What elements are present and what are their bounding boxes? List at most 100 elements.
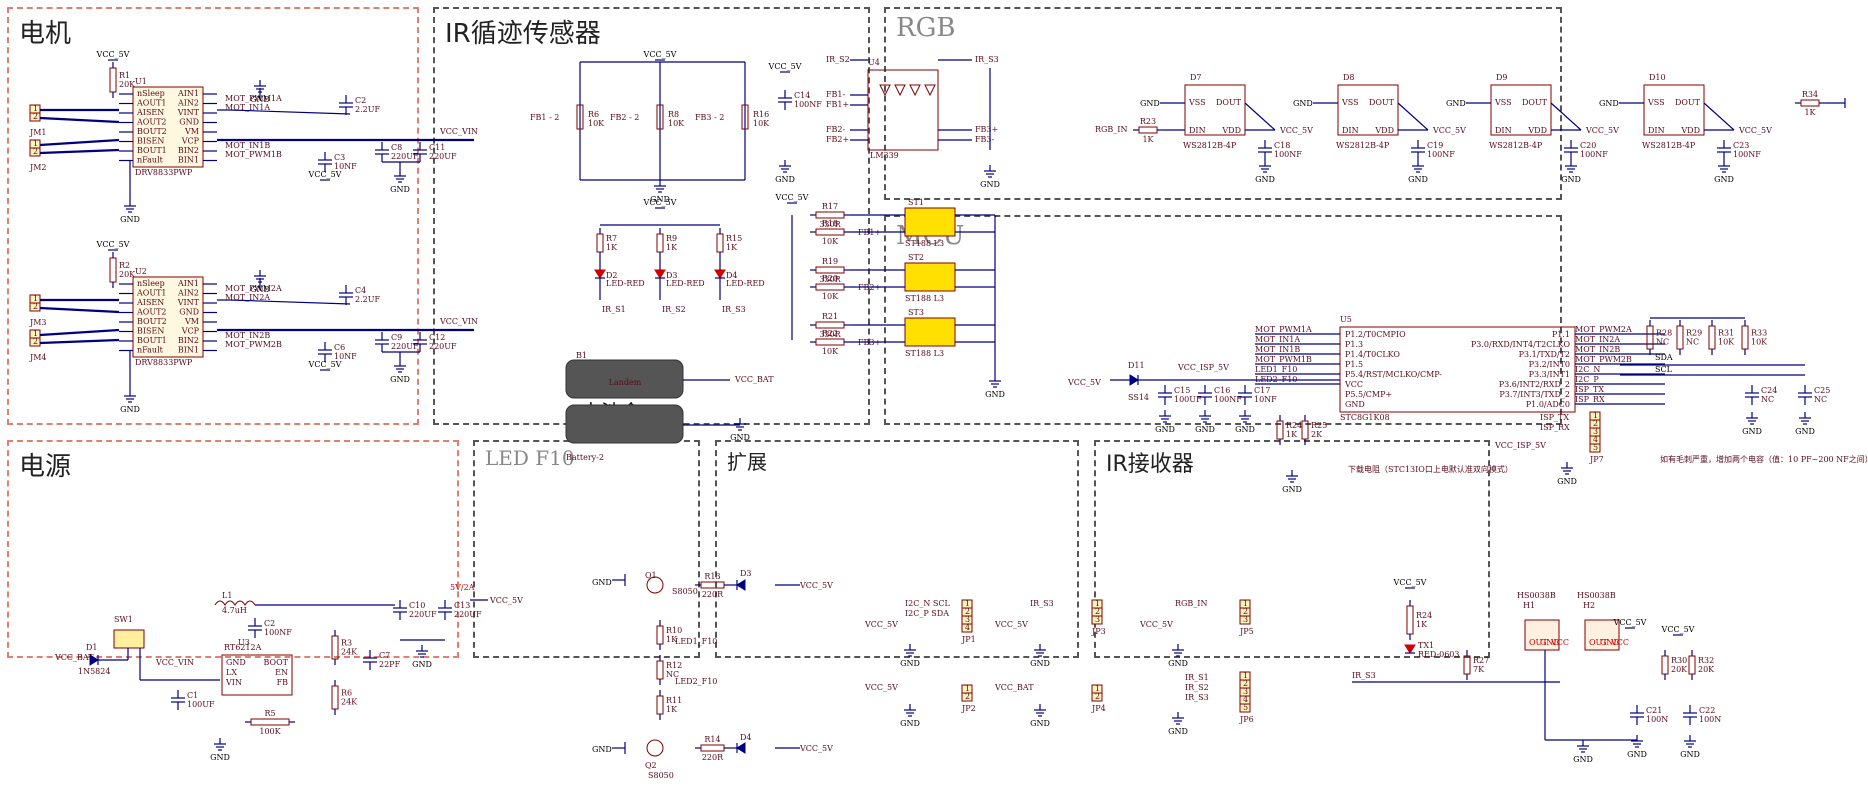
mcu-note: 下载电阻（STC13IO口上电默认准双向模式） <box>1348 464 1513 474</box>
vin-label: VCC_VIN <box>155 658 194 667</box>
resistor <box>109 257 117 283</box>
ic-pin-label: GND <box>1345 400 1365 409</box>
potentiometer <box>576 104 584 130</box>
pin-label: VSS <box>1188 98 1206 107</box>
vcc-label: VCC_5V <box>308 170 342 179</box>
ic-pin-label: BIN1 <box>178 156 199 165</box>
ic-pin-label: P1.4/T0CLKO <box>1345 350 1400 359</box>
resistor-value: NC <box>1656 338 1669 347</box>
receiver-pin: VCC <box>1610 638 1629 647</box>
resistor-ref: R34 <box>1802 90 1818 99</box>
net-label: FB1- <box>826 90 846 99</box>
resistor <box>1276 420 1284 440</box>
gnd-label: GND <box>1627 750 1647 759</box>
motor-ref: JM1 <box>29 128 47 137</box>
header-pin-number: 3 <box>1243 615 1248 624</box>
net-label: IR_S3 <box>1352 671 1376 680</box>
gnd-label: GND <box>1235 425 1255 434</box>
capacitor-ref: C19 <box>1427 141 1443 150</box>
pot-ref: R16 <box>753 110 769 119</box>
ic-pin-label: VM <box>184 127 199 136</box>
receiver-ref: H2 <box>1583 601 1595 610</box>
vbat-label: VCC_BAT <box>734 375 774 384</box>
ic-part: DRV8833PWP <box>135 168 193 177</box>
gnd-label: GND <box>1408 175 1428 184</box>
header-pin <box>961 623 973 633</box>
net-label: MOT_IN1A <box>1255 335 1300 344</box>
led-value: LED-RED <box>726 279 765 288</box>
diode <box>736 742 746 754</box>
header-pin <box>29 112 41 122</box>
resistor-value: 330R <box>819 275 841 284</box>
ic-pin-label: P5.5/CMP+ <box>1345 390 1392 399</box>
led-chip <box>1490 84 1552 136</box>
resistor-value: 220R <box>702 753 724 762</box>
receiver-pin: GND <box>1600 638 1620 647</box>
resistor-ref: R28 <box>1656 329 1672 338</box>
diode-ref: D11 <box>1128 361 1145 370</box>
capacitor-ref: C16 <box>1214 386 1230 395</box>
resistor-ref: R14 <box>704 735 720 744</box>
vcc-label: VCC_5V <box>1279 126 1313 135</box>
resistor-value: 220R <box>702 590 724 599</box>
net-label: IR_S3 <box>975 55 999 64</box>
output-label: 5V/2A <box>450 583 475 592</box>
mcu-ic <box>1339 326 1576 413</box>
resistor-ref: R32 <box>1698 656 1714 665</box>
capacitor-value: 22PF <box>379 660 401 669</box>
ic-pin-label: BOUT2 <box>137 127 167 136</box>
resistor <box>1676 325 1684 350</box>
net-label: MOT_IN1B <box>1255 345 1300 354</box>
op-amp <box>879 84 891 97</box>
capacitor-value: 10NF <box>1254 395 1277 404</box>
resistor <box>331 635 339 660</box>
resistor-value: 1K <box>1142 135 1154 144</box>
vcc-label: VCC_5V <box>308 360 342 369</box>
resistor <box>1138 126 1158 134</box>
net-label: IR_S2 <box>826 55 850 64</box>
ic-part: RT6212A <box>224 643 262 652</box>
pin-label: DOUT <box>1675 98 1701 107</box>
resistor-ref: R7 <box>606 234 617 243</box>
led-ref: D3 <box>740 569 752 578</box>
header-pin-number: 2 <box>1593 419 1598 428</box>
header-pin-number: 2 <box>33 337 38 346</box>
led-ref: D4 <box>726 271 738 280</box>
capacitor-value: 220UF <box>409 610 437 619</box>
resistor-ref: R15 <box>726 234 742 243</box>
header-pin-number: 2 <box>33 302 38 311</box>
gnd-label: GND <box>1140 99 1160 108</box>
capacitor-value: 100N <box>1646 715 1668 724</box>
receiver-pin: VCC <box>1550 638 1569 647</box>
resistor-ref: R9 <box>666 234 677 243</box>
net-label: IR_S1 <box>602 305 626 314</box>
capacitor-ref: C24 <box>1761 386 1777 395</box>
led-ref: D2 <box>606 271 618 280</box>
net-label: MOT_PWM2A <box>1575 325 1632 334</box>
battery-cell <box>565 359 684 399</box>
resistor-value: 20K <box>1698 665 1715 674</box>
ic-pin-label: P3.0/RXD/INT4/T2CLKO <box>1471 340 1571 349</box>
net-label: FB1+ <box>826 100 849 109</box>
capacitor-value: 2.2UF <box>355 105 380 114</box>
capacitor-value: 100NF <box>1733 150 1761 159</box>
ic-pin-label: nFault <box>137 156 164 165</box>
header-pin-number: 1 <box>33 294 38 303</box>
ic-pin-label: GND <box>179 308 199 317</box>
header-ref: JP4 <box>1091 704 1106 713</box>
gnd-label: GND <box>390 375 410 384</box>
diode <box>736 579 746 591</box>
ir-sensor <box>904 317 956 347</box>
header-pin-number: 2 <box>1095 607 1100 616</box>
wire <box>1397 102 1429 131</box>
net-label: FB3 - 2 <box>695 113 724 122</box>
receiver-pin: OUT <box>1529 638 1548 647</box>
resistor <box>815 211 845 219</box>
net-label: I2C_P <box>1575 375 1599 384</box>
pin-label: VSS <box>1494 98 1512 107</box>
net-label: ISP_RX <box>1540 423 1570 432</box>
capacitor-ref: C23 <box>1733 141 1749 150</box>
capacitor-value: NC <box>1761 395 1774 404</box>
net-label: ISP_RX <box>1575 395 1605 404</box>
resistor <box>1708 325 1716 350</box>
